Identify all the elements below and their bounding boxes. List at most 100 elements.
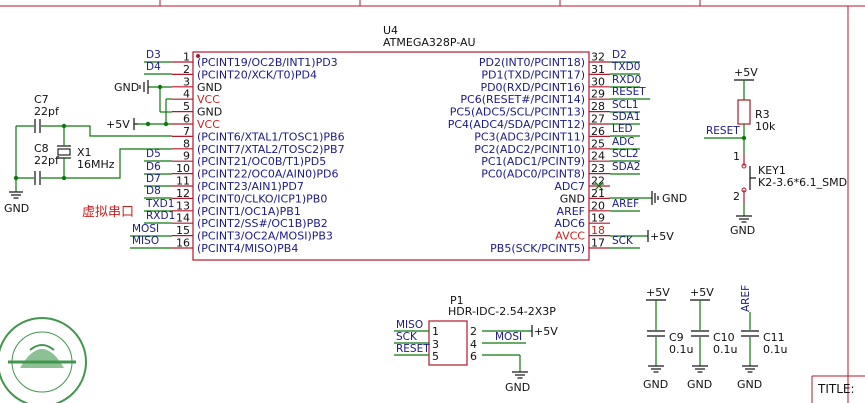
reset-net-label: RESET (706, 125, 740, 137)
u4-right-pin-num: 23 (591, 162, 605, 175)
u4-right-pin-num: 19 (591, 212, 605, 225)
u4-left-pin-name: GND (197, 81, 222, 94)
reset-circuit: +5V R3 10k RESET 1 2 KEY1 K2-3.6*6.1_SMD… (704, 66, 847, 237)
u4-right-pin-num: 31 (591, 63, 605, 76)
c11-top: AREF (740, 285, 752, 312)
c11-ref: C11 (763, 331, 785, 344)
nursery-logo (0, 317, 87, 403)
p1-gnd: GND (505, 381, 530, 394)
u4-left-pin-num: 9 (183, 150, 190, 163)
vcc-right-label: +5V (650, 230, 674, 243)
p1-pin2: 2 (470, 325, 477, 338)
title-block: TITLE: (811, 375, 865, 403)
net-txd1: TXD1 (145, 198, 174, 210)
c10-top: +5V (690, 286, 714, 299)
key-val: K2-3.6*6.1_SMD (758, 176, 847, 189)
c10-gnd: GND (687, 378, 712, 391)
uart-annotation: 虚拟串口 (82, 205, 134, 220)
u4-left-pin-num: 4 (183, 88, 190, 101)
c9-ref: C9 (669, 331, 684, 344)
key-pin2: 2 (733, 190, 740, 203)
u4-left-pin-num: 16 (176, 237, 190, 250)
gnd-left-label: GND (114, 81, 139, 94)
c11-val: 0.1u (763, 343, 787, 356)
u4-left-pin-name: (PCINT0/CLKO/ICP1)PB0 (197, 192, 327, 205)
u4-left-pin-name: (PCINT7/XTAL2/TOSC2)PB7 (197, 143, 345, 156)
decoupling-caps: +5V GND C9 0.1u +5V GND C10 0.1u AREF G (643, 285, 787, 391)
u4-right-pin-name: PC6(RESET#/PCINT14) (460, 93, 585, 106)
u4-left-pin-num: 14 (176, 212, 190, 225)
u4-left-pin-name: (PCINT6/XTAL1/TOSC1)PB6 (197, 130, 345, 143)
u4-left-pin-name: (PCINT21/OC0B/T1)PD5 (197, 155, 326, 168)
net-miso-left: MISO (132, 235, 159, 247)
c9-gnd: GND (643, 378, 668, 391)
u4-left-pin-num: 7 (183, 125, 190, 138)
c9-top: +5V (646, 286, 670, 299)
u4-right-pin-num: 29 (591, 88, 605, 101)
u4-right-pin-name: PD1(TXD/PCINT17) (481, 68, 585, 81)
p1-part: HDR-IDC-2.54-2X3P (448, 305, 556, 318)
net-mosi-left: MOSI (132, 223, 159, 235)
crystal-section: C7 22pf C8 22pf X1 16MHz GND (4, 93, 172, 215)
u4-left-pin-num: 13 (176, 199, 190, 212)
net-d2: D2 (612, 49, 627, 61)
vcc-left-label: +5V (106, 118, 130, 131)
p1-pin1: 1 (432, 325, 439, 338)
net-sda2: SDA2 (612, 161, 640, 173)
u4-right-pin-num: 20 (591, 199, 605, 212)
p1-net-mosi: MOSI (495, 331, 522, 343)
u4-left-pin-num: 8 (183, 137, 190, 150)
crystal-gnd: GND (4, 202, 29, 215)
u4-left-pin-num: 10 (176, 162, 190, 175)
net-scl2: SCL2 (612, 148, 639, 160)
c7-val: 22pf (34, 105, 60, 118)
x1-val: 16MHz (77, 158, 115, 171)
p1-pin4: 4 (470, 338, 477, 351)
u4-right-pin-name: PB5(SCK/PCINT5) (490, 242, 585, 255)
u4-left-pin-name: VCC (197, 93, 220, 106)
u4-left-pins: 1(PCINT19/OC2B/INT1)PD32(PCINT20/XCK/T0)… (172, 51, 345, 255)
gnd-right-label: GND (662, 192, 687, 205)
u4-right-pin-num: 18 (591, 224, 605, 237)
u4-right-pin-num: 25 (591, 137, 605, 150)
u4-right-pin-num: 27 (591, 113, 605, 126)
u4-left-pin-num: 2 (183, 63, 190, 76)
u4-left-pin-num: 1 (183, 51, 190, 64)
u4-right-pin-num: 17 (591, 237, 605, 250)
u4-left-pin-name: (PCINT1/OC1A)PB1 (197, 205, 301, 218)
u4-right-pin-num: 24 (591, 150, 605, 163)
u4-part: ATMEGA328P-AU (383, 36, 476, 49)
net-rxd0: RXD0 (612, 74, 641, 86)
u4-left-pin-num: 15 (176, 224, 190, 237)
c11-gnd: GND (737, 378, 762, 391)
net-led: LED (612, 123, 633, 135)
net-sck-mcu: SCK (612, 235, 634, 247)
u4-left-pin-name: GND (197, 106, 222, 119)
c10-val: 0.1u (713, 343, 737, 356)
u4-left-pin-name: (PCINT3/OC2A/MOSI)PB3 (197, 230, 333, 243)
u4-right-pin-name: PC0(ADC0/PCINT8) (481, 168, 585, 181)
r3-val: 10k (755, 120, 776, 133)
u4-right-pin-name: PD2(INT0/PCINT18) (479, 56, 585, 69)
isp-header: P1 HDR-IDC-2.54-2X3P 1 2 3 4 5 6 MISO SC… (394, 294, 558, 394)
u4-right-pins: 32PD2(INT0/PCINT18)31PD1(TXD/PCINT17)30P… (448, 51, 610, 255)
net-d4: D4 (146, 61, 161, 73)
u4-left-pin-name: VCC (197, 118, 220, 131)
u4-right-pin-num: 30 (591, 75, 605, 88)
left-net-wires (130, 61, 172, 249)
net-d3: D3 (146, 49, 161, 61)
u4-right-pin-name: PC3(ADC3/PCINT11) (474, 130, 585, 143)
mcu-left-power: GND +5V (106, 80, 172, 131)
p1-pin6: 6 (470, 350, 477, 363)
net-reset-mcu: RESET (612, 86, 646, 98)
p1-net-reset: RESET (396, 343, 430, 355)
c10-ref: C10 (713, 331, 735, 344)
u4-right-pin-num: 28 (591, 100, 605, 113)
u4-right-pin-name: AREF (557, 205, 585, 218)
reset-vcc: +5V (734, 66, 758, 79)
r3-ref: R3 (755, 108, 770, 121)
key-ref: KEY1 (758, 164, 786, 177)
u4-right-pin-name: PC4(ADC4/SDA/PCINT12) (448, 118, 585, 131)
u4-right-pin-name: PC5(ADC5/SCL/PCINT13) (450, 106, 585, 119)
